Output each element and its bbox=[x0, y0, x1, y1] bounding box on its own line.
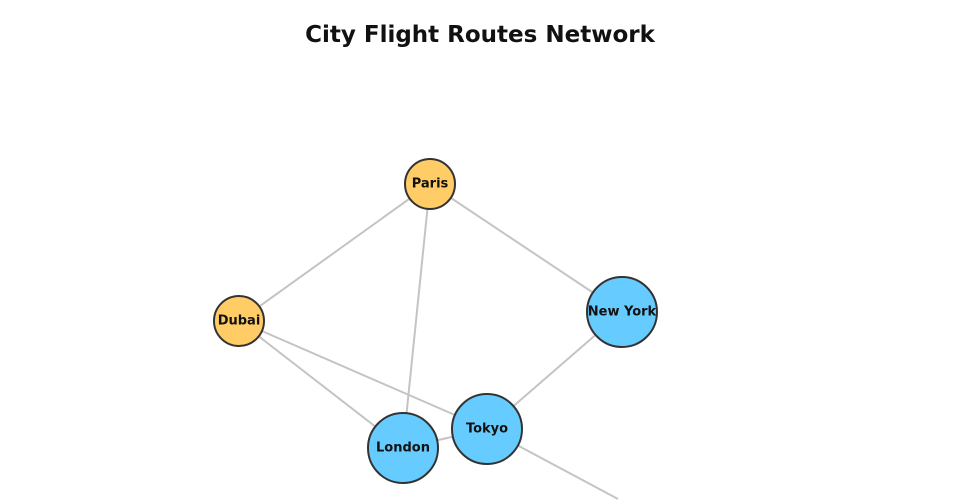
node-label: New York bbox=[588, 305, 657, 320]
node-label: Paris bbox=[412, 177, 449, 192]
node-tokyo[interactable]: Tokyo bbox=[451, 393, 523, 465]
node-newyork[interactable]: New York bbox=[586, 276, 658, 348]
node-circle[interactable] bbox=[213, 295, 265, 347]
node-label: London bbox=[376, 441, 430, 456]
chart-title: City Flight Routes Network bbox=[305, 22, 655, 48]
node-label: Dubai bbox=[218, 314, 261, 329]
edge-paris-london bbox=[402, 183, 431, 449]
node-paris[interactable]: Paris bbox=[404, 158, 456, 210]
node-circle[interactable] bbox=[586, 276, 658, 348]
edge-dubai-tokyo bbox=[238, 320, 488, 430]
node-circle[interactable] bbox=[404, 158, 456, 210]
node-london[interactable]: London bbox=[367, 412, 439, 484]
edge-paris-newyork bbox=[429, 183, 623, 313]
node-dubai[interactable]: Dubai bbox=[213, 295, 265, 347]
node-circle[interactable] bbox=[451, 393, 523, 465]
edge-paris-dubai bbox=[238, 183, 431, 322]
node-circle[interactable] bbox=[367, 412, 439, 484]
node-label: Tokyo bbox=[466, 422, 508, 437]
